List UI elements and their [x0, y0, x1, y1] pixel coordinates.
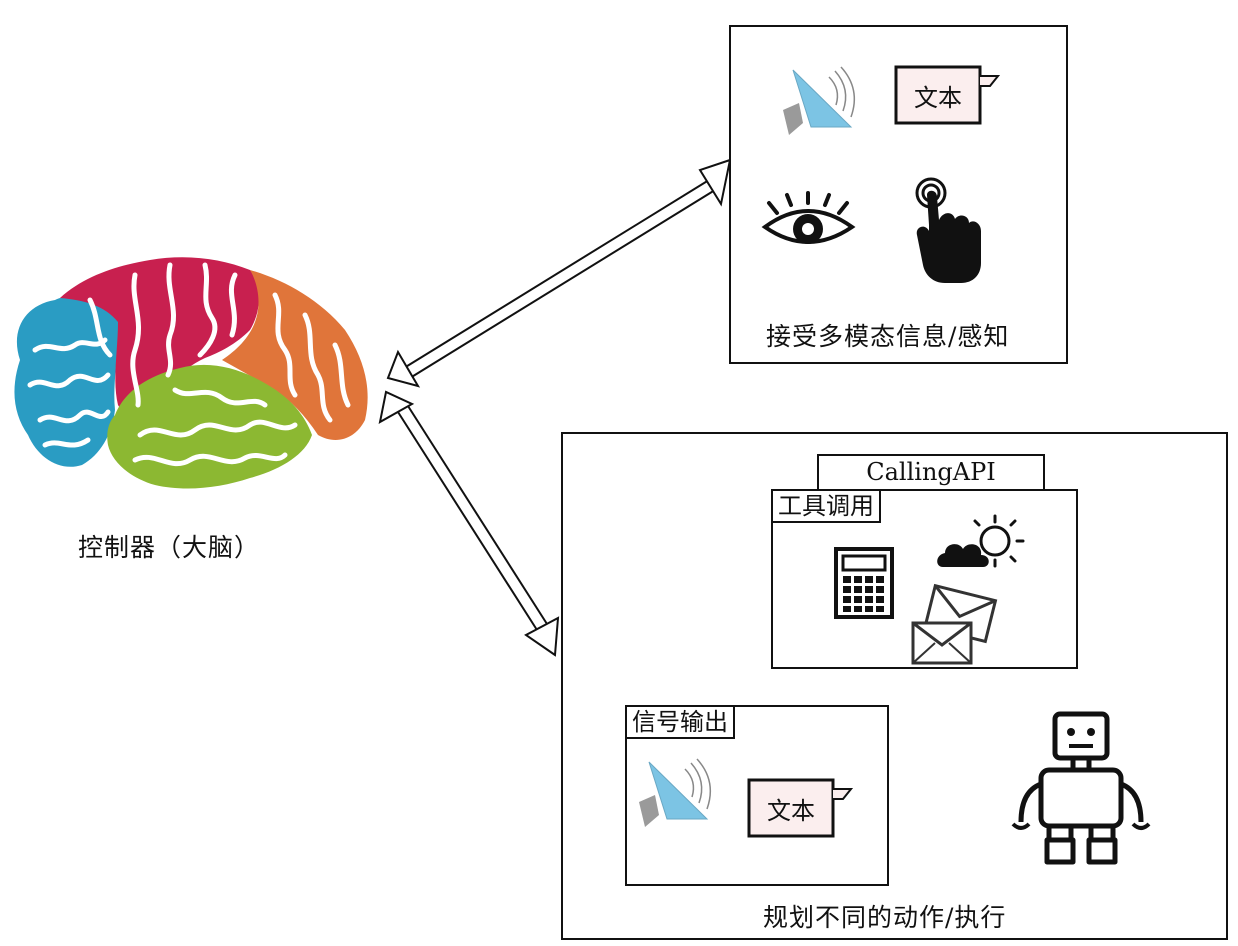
text-bubble-label: 文本	[914, 83, 962, 112]
calling-api-label: CallingAPI	[866, 458, 996, 486]
brain-lobe-orange	[222, 270, 368, 440]
touch-hand-icon	[915, 177, 981, 283]
brain-label: 控制器（大脑）	[78, 533, 261, 562]
text-bubble-icon: 文本	[894, 64, 1004, 126]
weather-icon	[937, 514, 1025, 568]
signal-box: 信号输出 文本	[625, 705, 889, 886]
calculator-icon	[834, 547, 894, 619]
envelope-icon	[911, 583, 998, 665]
signal-tag: 信号输出	[625, 705, 735, 739]
brain-lobe-crimson	[60, 257, 259, 417]
perception-caption: 接受多模态信息/感知	[766, 322, 1010, 351]
speaker-icon	[783, 66, 856, 135]
text-bubble-icon: 文本	[747, 777, 857, 839]
action-panel: CallingAPI 工具调用	[561, 432, 1228, 940]
double-arrow-perception	[386, 158, 732, 388]
eye-icon	[761, 191, 856, 244]
robot-icon	[1011, 711, 1151, 865]
calling-api-tab: CallingAPI	[817, 454, 1045, 490]
tools-tag: 工具调用	[771, 489, 881, 523]
action-caption: 规划不同的动作/执行	[763, 903, 1007, 932]
brain-illustration	[14, 257, 368, 489]
speaker-icon	[639, 758, 712, 827]
tools-box: 工具调用	[771, 489, 1078, 669]
text-bubble-label: 文本	[767, 796, 815, 825]
double-arrow-action	[378, 390, 560, 657]
perception-panel: 文本 接受多模态信息/感知	[729, 25, 1068, 364]
